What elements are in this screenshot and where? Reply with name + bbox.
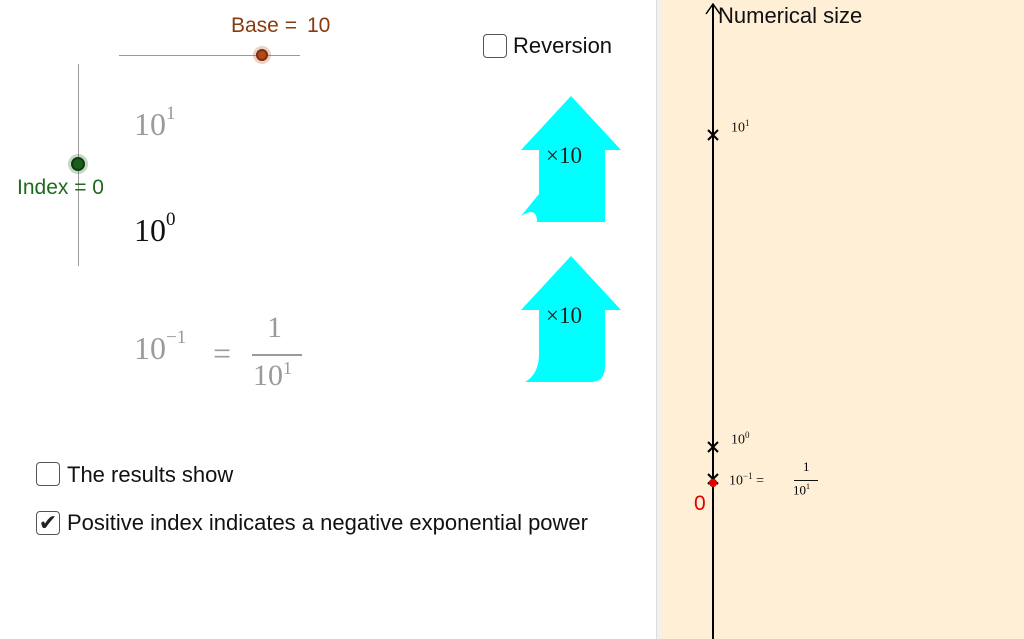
axis-title: Numerical size <box>718 3 863 28</box>
index-slider-label: Index = 0 <box>17 176 104 199</box>
tick-label-ten-zero: 100 <box>731 430 750 449</box>
tick-denominator-base: 10 <box>793 482 806 498</box>
base-slider-track[interactable] <box>119 55 300 56</box>
power-exponent: −1 <box>166 327 187 349</box>
base-slider-handle[interactable] <box>256 49 268 61</box>
arrow-bottom-multiplier: ×10 <box>546 303 582 328</box>
zero-point-marker <box>709 479 717 487</box>
tick-exponent: 1 <box>745 118 750 128</box>
denominator-base: 10 <box>253 359 283 392</box>
index-slider-handle[interactable] <box>71 157 85 171</box>
tick-label-ten-negative-one: 10−1 = <box>729 471 764 490</box>
tick-base: 10 <box>731 432 745 448</box>
tick-denominator-exponent: 1 <box>806 482 810 491</box>
up-arrow-icon <box>521 256 621 382</box>
number-line-panel <box>662 0 1024 639</box>
base-value: 10 <box>306 14 331 37</box>
tick-exponent: 0 <box>745 430 750 440</box>
power-exponent: 0 <box>166 209 176 231</box>
power-exponent: 1 <box>166 103 176 125</box>
tick-mark <box>707 441 719 453</box>
tick-base: 10 <box>731 120 745 136</box>
tick-fraction-denominator: 101 <box>793 482 810 498</box>
positive-index-label[interactable]: Positive index indicates a negative expo… <box>67 510 588 535</box>
up-arrow-icon <box>521 96 621 222</box>
power-base: 10 <box>134 212 166 248</box>
power-ten-zero: 100 <box>134 209 176 249</box>
tick-equals: = <box>756 473 764 489</box>
checkmark-icon: ✔ <box>38 510 58 535</box>
number-line-graphic[interactable] <box>662 0 1024 639</box>
power-base: 10 <box>134 106 166 142</box>
power-ten-one: 101 <box>134 103 176 143</box>
tick-label-ten-one: 101 <box>731 118 750 137</box>
equals-sign: = <box>213 335 232 371</box>
axis-arrowhead-icon <box>705 2 721 15</box>
denominator-exponent: 1 <box>283 358 292 378</box>
fraction-bar <box>252 354 302 356</box>
base-label-text: Base = <box>231 14 297 37</box>
base-slider-label: Base = 10 <box>231 14 330 38</box>
arrow-top-multiplier: ×10 <box>546 143 582 168</box>
positive-index-checkbox[interactable]: ✔ <box>36 511 60 535</box>
zero-label: 0 <box>694 492 706 515</box>
reversion-label[interactable]: Reversion <box>513 33 613 58</box>
power-ten-negative-one: 10−1 <box>134 327 187 367</box>
panel-divider[interactable] <box>656 0 662 639</box>
results-show-label[interactable]: The results show <box>67 462 234 487</box>
tick-fraction-numerator: 1 <box>803 459 810 474</box>
power-base: 10 <box>134 330 166 366</box>
results-show-checkbox[interactable] <box>36 462 60 486</box>
reversion-checkbox[interactable] <box>483 34 507 58</box>
tick-exponent: −1 <box>743 471 753 481</box>
fraction-numerator: 1 <box>267 311 282 344</box>
fraction-denominator: 101 <box>253 358 292 393</box>
tick-mark <box>707 129 719 141</box>
tick-base: 10 <box>729 473 743 489</box>
tick-fraction-bar <box>794 480 818 481</box>
